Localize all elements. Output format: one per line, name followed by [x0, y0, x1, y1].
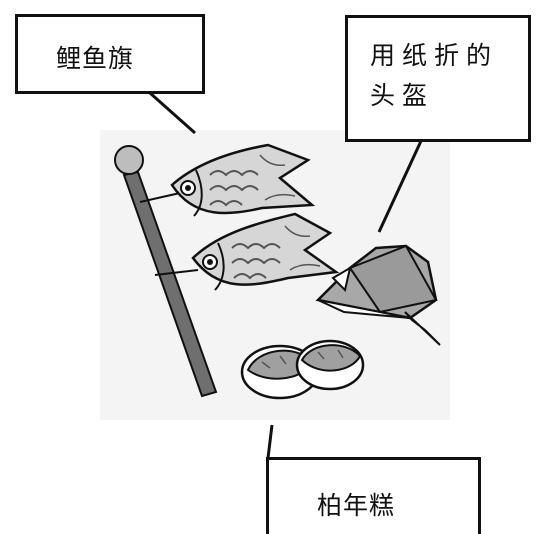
- label-box-kashiwa-mochi: 柏年糕: [266, 457, 481, 534]
- leader-line-mochi: [266, 424, 274, 459]
- label-box-koinobori: 鲤鱼旗: [15, 14, 205, 94]
- pole-top-ball: [114, 145, 144, 175]
- label-box-kabuto: 用纸折的头盔: [345, 15, 531, 142]
- kashiwa-mochi: [240, 339, 365, 400]
- label-kashiwa-mochi: 柏年糕: [317, 491, 396, 520]
- leader-line-koinobori: [149, 91, 196, 135]
- label-kabuto: 用纸折的头盔: [370, 41, 499, 110]
- carp-streamer-upper: [170, 143, 316, 217]
- flag-pole: [114, 145, 218, 398]
- paper-helmet: [315, 244, 441, 346]
- label-koinobori: 鲤鱼旗: [56, 44, 135, 73]
- leader-line-kabuto: [377, 140, 423, 233]
- carp-streamer-lower: [191, 212, 340, 291]
